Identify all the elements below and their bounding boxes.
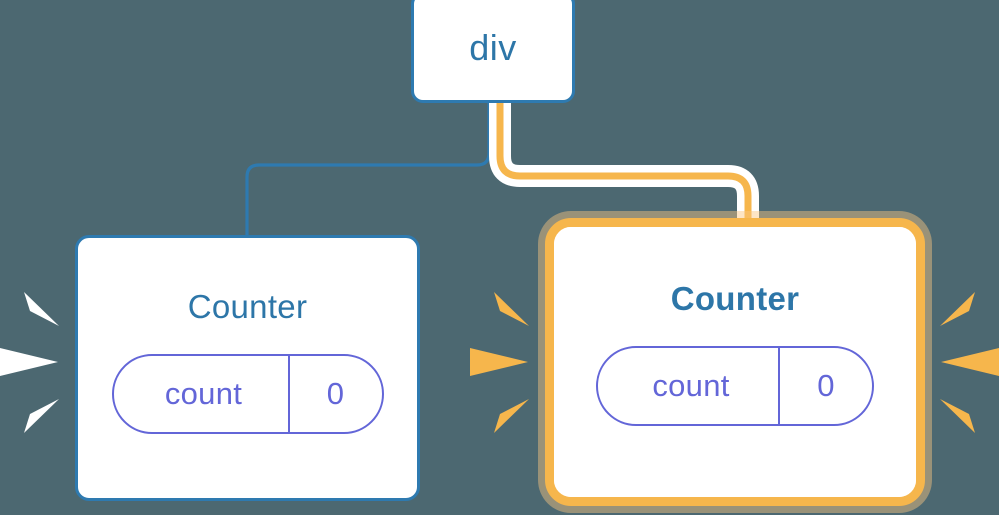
sparkles-right-of-counter-left xyxy=(470,280,532,445)
sparkle-ray-top xyxy=(494,292,529,326)
sparkle-ray-bottom xyxy=(494,399,529,433)
sparkle-ray-middle xyxy=(0,348,58,376)
state-value-label: 0 xyxy=(287,356,382,432)
node-counter-right-highlight: Counter count 0 xyxy=(545,218,925,506)
node-counter-left[interactable]: Counter count 0 xyxy=(75,235,420,501)
edge-div-to-counter-left xyxy=(245,101,491,237)
state-key-label: count xyxy=(652,368,730,403)
state-key-label: count xyxy=(164,376,243,411)
sparkles-right-of-counter-right xyxy=(937,280,999,445)
sparkles-left-of-counter-left xyxy=(0,280,62,445)
node-div[interactable]: div xyxy=(411,0,575,103)
node-counter-right-title: Counter xyxy=(670,280,800,317)
node-div-label: div xyxy=(469,26,517,68)
sparkle-ray-top xyxy=(940,292,975,326)
edge-div-to-counter-right-halo xyxy=(489,89,759,243)
state-value-label: 0 xyxy=(778,348,872,424)
sparkle-ray-middle xyxy=(941,348,999,376)
state-pill-counter-right: count 0 xyxy=(596,346,874,426)
state-pill-counter-left: count 0 xyxy=(111,354,384,434)
sparkle-ray-bottom xyxy=(24,399,59,433)
sparkle-ray-middle xyxy=(470,348,528,376)
sparkle-ray-bottom xyxy=(940,399,975,433)
edge-div-to-counter-right xyxy=(496,96,752,236)
node-counter-right[interactable]: Counter count 0 xyxy=(554,227,916,497)
node-counter-left-title: Counter xyxy=(187,288,308,325)
sparkle-ray-top xyxy=(24,292,59,326)
